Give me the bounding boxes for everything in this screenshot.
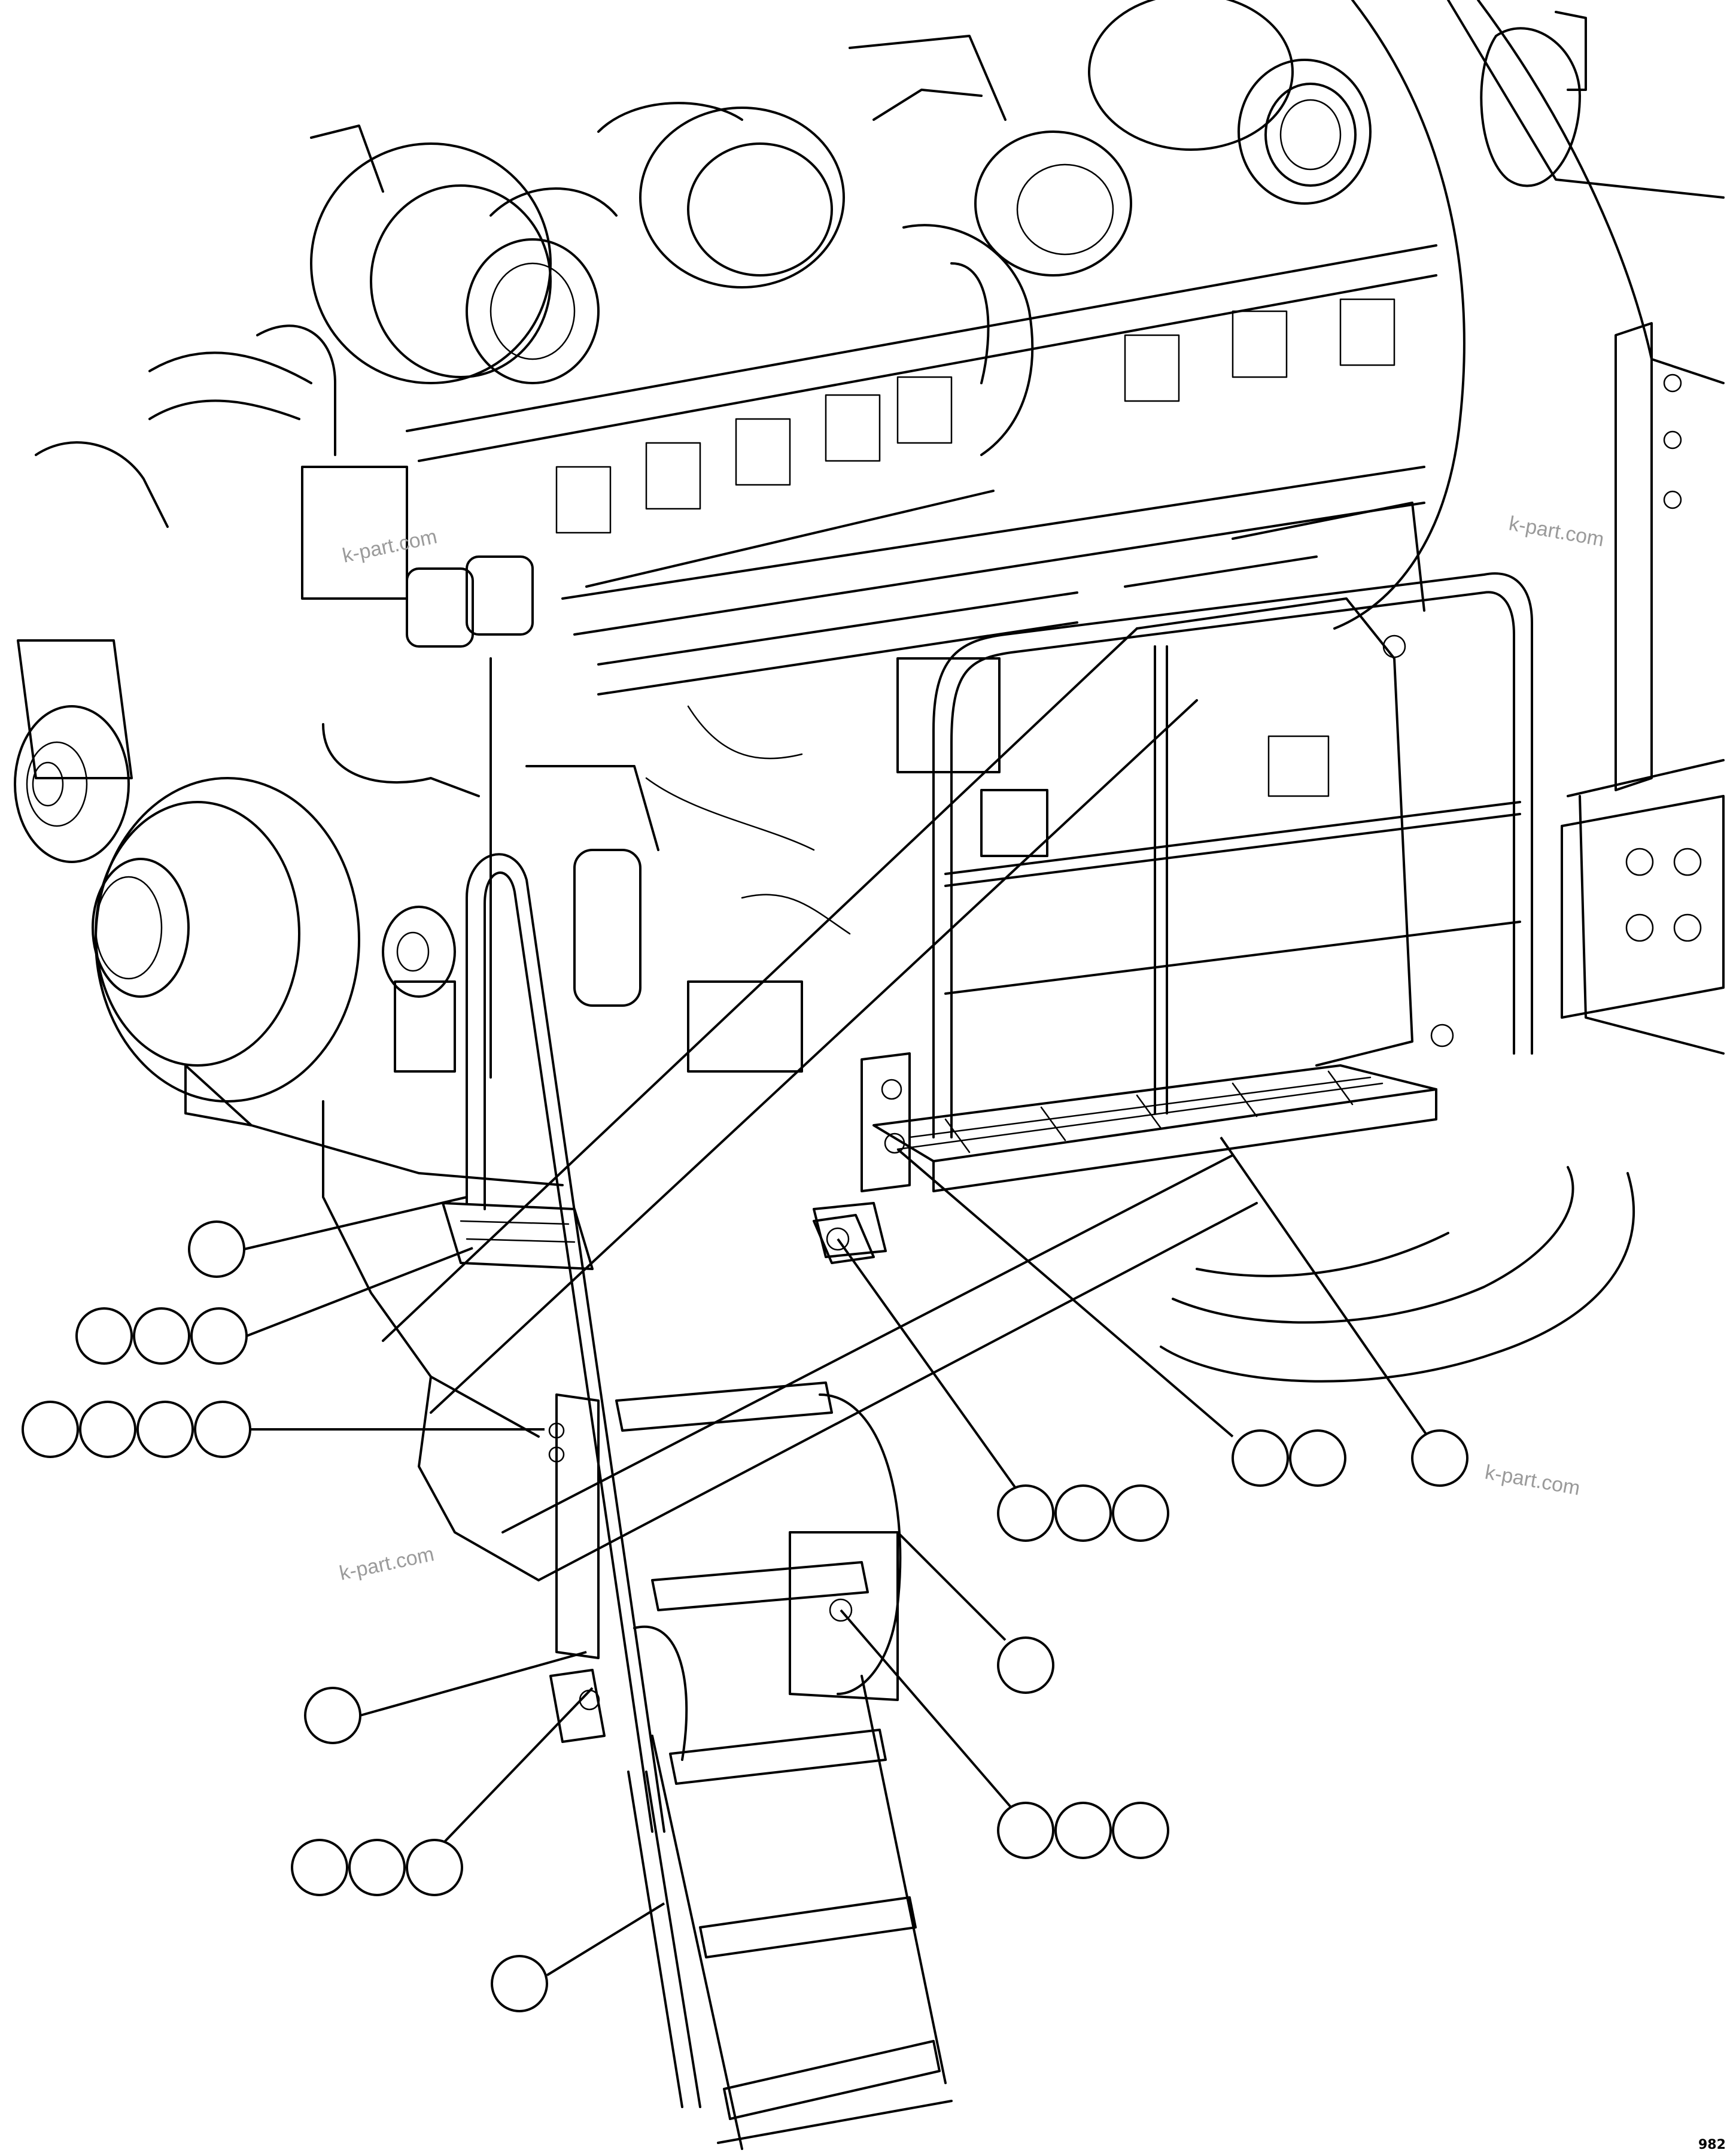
ignition-coils	[555, 298, 1395, 534]
callout-balloon	[79, 1401, 136, 1458]
callout-balloon	[304, 1687, 361, 1744]
callout-balloon	[1054, 1802, 1112, 1859]
callout-balloon	[133, 1307, 190, 1365]
callout-balloon	[1411, 1429, 1468, 1487]
watermark-text: k-part.com	[340, 525, 439, 567]
callout-group-8[interactable]	[304, 1651, 587, 1744]
watermark-text: k-part.com	[1483, 1460, 1582, 1499]
callout-group-4[interactable]	[896, 1148, 1346, 1487]
callout-group-5[interactable]	[1220, 1136, 1468, 1487]
callout-group-6[interactable]	[837, 1238, 1169, 1542]
callout-group-11[interactable]	[491, 1902, 665, 2012]
callout-balloon	[1112, 1802, 1169, 1859]
figure-id: 982	[1698, 2137, 1726, 2152]
callout-balloon	[291, 1839, 348, 1896]
callout-balloon	[1289, 1429, 1346, 1487]
callout-balloon	[997, 1802, 1054, 1859]
callout-balloon	[997, 1484, 1054, 1542]
callout-group-3[interactable]	[22, 1401, 545, 1458]
callout-balloon	[348, 1839, 406, 1896]
callout-group-7[interactable]	[896, 1531, 1054, 1694]
callouts	[22, 1136, 1468, 2012]
callout-balloon	[1232, 1429, 1289, 1487]
callout-balloon	[1054, 1484, 1112, 1542]
callout-balloon	[1112, 1484, 1169, 1542]
callout-balloon	[491, 1955, 548, 2012]
callout-balloon	[997, 1636, 1054, 1694]
callout-balloon	[136, 1401, 194, 1458]
callout-group-2[interactable]	[75, 1247, 473, 1365]
callout-group-10[interactable]	[291, 1687, 594, 1896]
callout-balloon	[194, 1401, 251, 1458]
callout-balloon	[75, 1307, 133, 1365]
callout-group-1[interactable]	[188, 1196, 467, 1278]
callout-balloon	[22, 1401, 79, 1458]
callout-balloon	[188, 1220, 245, 1278]
watermark-text: k-part.com	[1507, 512, 1606, 551]
callout-balloon	[406, 1839, 463, 1896]
service-platform	[382, 572, 1533, 1581]
engine-assembly	[14, 0, 1725, 1581]
watermark-text: k-part.com	[338, 1542, 436, 1585]
access-ladder	[442, 853, 953, 2150]
callout-balloon	[190, 1307, 248, 1365]
callout-group-9[interactable]	[840, 1609, 1169, 1859]
